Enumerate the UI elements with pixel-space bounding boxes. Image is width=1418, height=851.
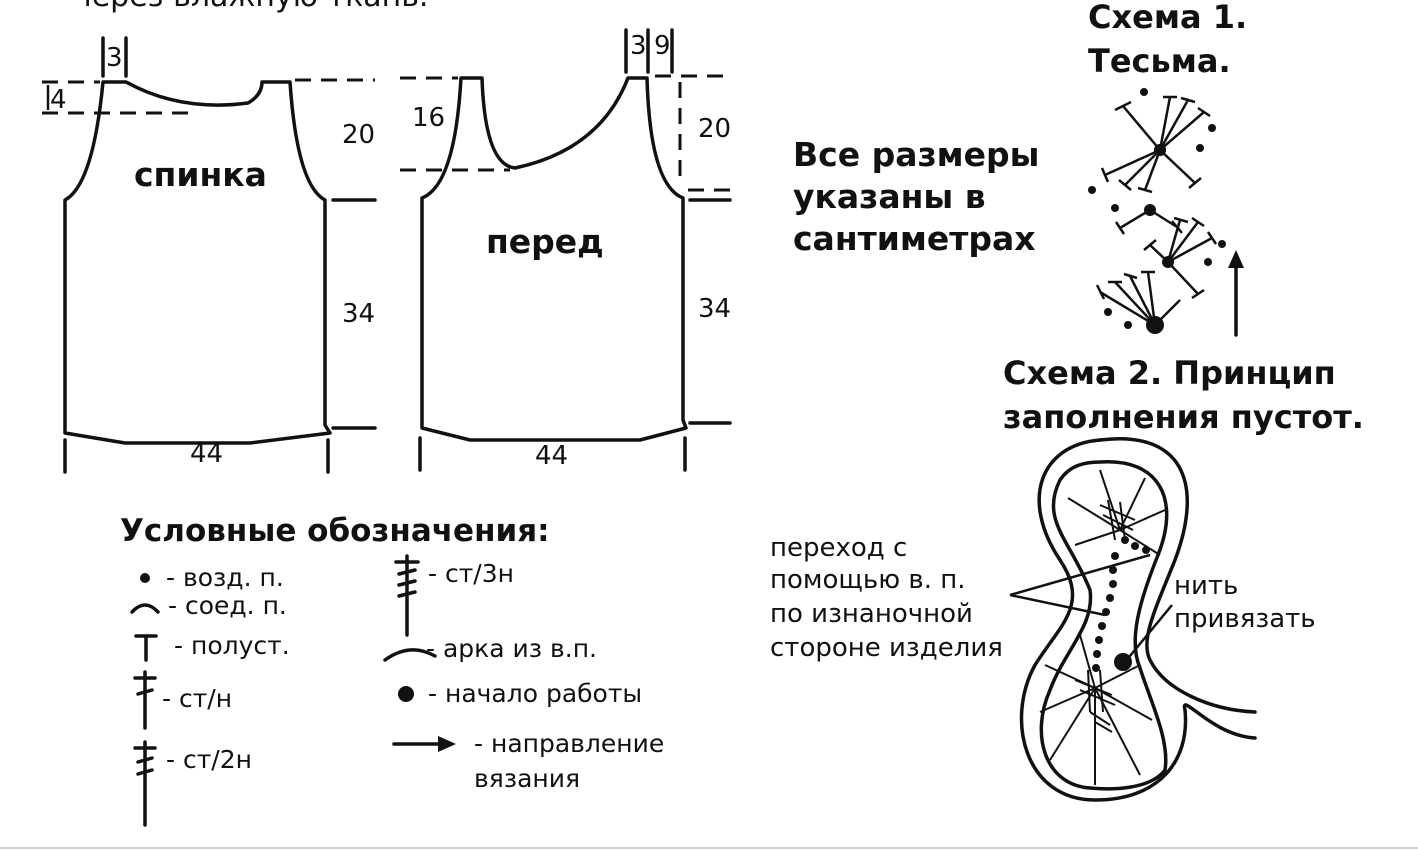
legend-item-dc2: - ст/2н — [166, 745, 252, 774]
scheme2-figure-eight-chart — [1009, 437, 1257, 802]
scheme2-callout-right-1: нить — [1174, 571, 1238, 601]
dc2-icon — [133, 740, 157, 827]
front-dim-neck-depth: 16 — [412, 103, 445, 133]
legend-item-dc3: - ст/3н — [428, 559, 514, 588]
back-piece-label: спинка — [134, 155, 267, 194]
note-line-3: сантиметрах — [793, 219, 1036, 258]
legend-item-start: - начало работы — [428, 679, 642, 708]
back-dim-width: 44 — [190, 439, 223, 469]
scheme1-title-2: Тесьма. — [1088, 42, 1231, 80]
chain-arch-icon — [383, 648, 437, 662]
scheme2-callout-left-4: стороне изделия — [770, 633, 1003, 663]
top-cutoff-text: через влажную ткань. — [74, 0, 428, 14]
legend-item-chain: - возд. п. — [166, 563, 284, 592]
legend-item-direction: - направление — [474, 729, 664, 758]
front-dim-shoulder: 9 — [654, 31, 671, 61]
legend-item-slip: - соед. п. — [168, 591, 287, 620]
legend-item-half-dc: - полуст. — [174, 631, 290, 660]
chain-dot-icon — [140, 573, 150, 583]
back-piece-outline — [42, 36, 377, 474]
back-dim-shoulder: 3 — [106, 43, 123, 73]
back-dim-armhole: 20 — [342, 120, 375, 150]
front-dim-armhole: 20 — [698, 114, 731, 144]
legend-title: Условные обозначения: — [120, 513, 550, 549]
scheme2-title-1: Схема 2. Принцип — [1003, 354, 1336, 392]
legend-item-direction-cont: вязания — [474, 764, 580, 793]
scheme2-title-2: заполнения пустот. — [1003, 398, 1364, 436]
start-dot-icon — [398, 686, 414, 702]
slip-stitch-icon — [130, 603, 160, 614]
note-line-2: указаны в — [793, 177, 986, 216]
front-dim-neck-width: 3 — [630, 31, 647, 61]
scheme1-braid-chart — [1088, 88, 1244, 337]
front-piece-outline — [400, 28, 732, 472]
legend-item-arch: - арка из в.п. — [426, 634, 597, 663]
scheme1-title-1: Схема 1. — [1088, 0, 1247, 36]
front-dim-width: 44 — [535, 441, 568, 471]
legend-item-dc: - ст/н — [162, 684, 232, 713]
half-dc-icon — [134, 634, 158, 662]
direction-arrow-icon — [392, 736, 456, 752]
scheme2-callout-left-1: переход с — [770, 533, 907, 563]
front-piece-label: перед — [486, 222, 604, 261]
note-line-1: Все размеры — [793, 135, 1039, 174]
back-dim-neck-depth: 4 — [50, 85, 67, 115]
scheme2-callout-left-3: по изнаночной — [770, 599, 973, 629]
front-dim-side: 34 — [698, 294, 731, 324]
scheme2-callout-left-2: помощью в. п. — [770, 565, 966, 595]
back-dim-side: 34 — [342, 299, 375, 329]
dc3-icon — [394, 554, 420, 637]
scheme2-callout-right-2: привязать — [1174, 604, 1316, 634]
dc-icon — [133, 670, 157, 730]
